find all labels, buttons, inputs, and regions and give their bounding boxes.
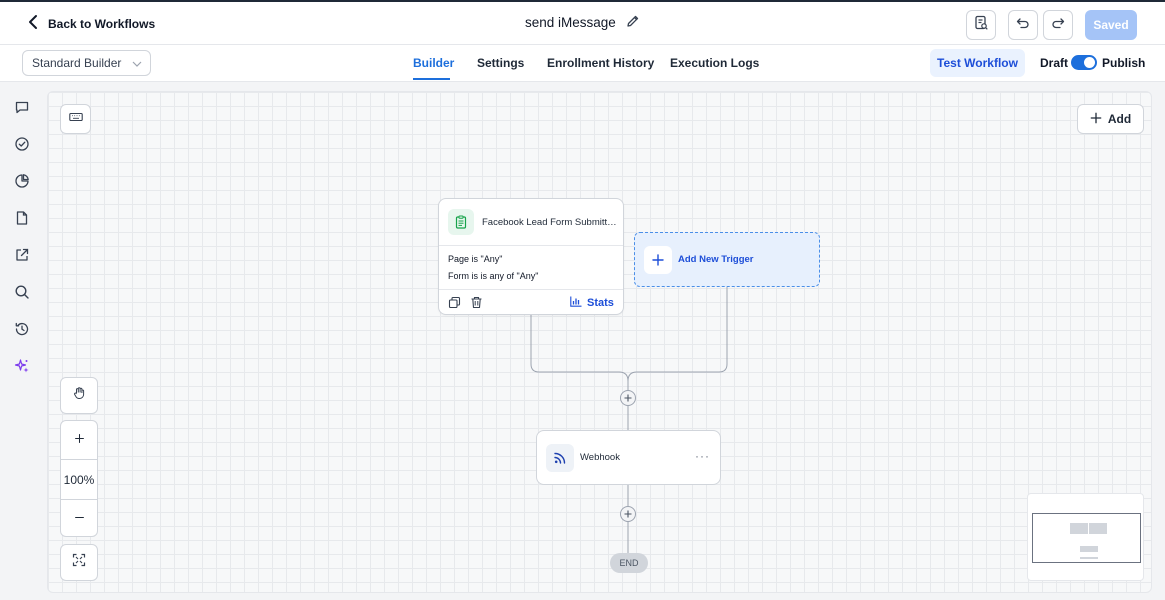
document-search-icon — [973, 15, 989, 36]
history-icon[interactable] — [14, 321, 30, 337]
add-step-button[interactable] — [620, 506, 636, 522]
file-icon[interactable] — [14, 210, 30, 226]
zoom-controls: 100% — [60, 420, 98, 537]
webhook-action-card[interactable]: Webhook ··· — [536, 430, 721, 485]
test-workflow-button[interactable]: Test Workflow — [930, 49, 1025, 77]
undo-button[interactable] — [1008, 10, 1038, 40]
trigger-card[interactable]: Facebook Lead Form Submitted Page is "An… — [438, 198, 624, 315]
sub-bar: Standard Builder Builder Settings Enroll… — [0, 45, 1165, 82]
check-circle-icon[interactable] — [14, 136, 30, 152]
workflow-notes-button[interactable] — [966, 10, 996, 40]
search-icon[interactable] — [14, 284, 30, 300]
expand-icon — [72, 553, 86, 572]
more-options-icon[interactable]: ··· — [695, 449, 710, 463]
bar-chart-icon — [570, 296, 582, 310]
plus-icon — [624, 505, 632, 523]
minimap-webhook-node — [1080, 546, 1098, 552]
saved-button[interactable]: Saved — [1085, 10, 1137, 40]
tab-builder[interactable]: Builder — [413, 56, 455, 70]
builder-mode-value: Standard Builder — [32, 56, 122, 70]
plus-icon — [74, 433, 85, 447]
add-new-trigger-card[interactable]: Add New Trigger — [634, 232, 820, 287]
zoom-out-button[interactable] — [61, 500, 97, 537]
add-label: Add — [1107, 112, 1132, 126]
keyboard-icon — [68, 110, 83, 129]
pencil-icon[interactable] — [626, 14, 640, 31]
toggle-knob — [1084, 57, 1095, 68]
chevron-left-icon — [26, 14, 40, 33]
add-new-trigger-label: Add New Trigger — [678, 254, 754, 265]
stats-label: Stats — [587, 297, 614, 309]
publish-toggle[interactable] — [1071, 55, 1097, 70]
redo-button[interactable] — [1043, 10, 1073, 40]
trigger-title: Facebook Lead Form Submitted — [482, 217, 617, 228]
plus-icon — [644, 246, 672, 274]
end-node: END — [610, 553, 648, 573]
redo-icon — [1050, 15, 1066, 36]
pie-chart-icon[interactable] — [14, 173, 30, 189]
minimap-trigger-node — [1070, 523, 1088, 534]
copy-icon[interactable] — [448, 296, 461, 309]
divider — [61, 499, 97, 500]
back-label: Back to Workflows — [48, 16, 156, 31]
tab-enrollment-history[interactable]: Enrollment History — [547, 56, 655, 70]
clipboard-icon — [448, 209, 474, 235]
hand-icon — [72, 386, 86, 405]
top-bar: Back to Workflows send iMessage Saved — [0, 0, 1165, 45]
tab-execution-logs[interactable]: Execution Logs — [670, 56, 760, 70]
plus-icon — [1090, 112, 1102, 127]
trash-icon[interactable] — [470, 296, 483, 309]
zoom-level: 100% — [63, 472, 95, 487]
sparkles-icon[interactable] — [14, 358, 30, 374]
minimap-end-node — [1080, 557, 1098, 559]
trigger-condition: Form is is any of "Any" — [448, 271, 539, 281]
left-sidebar — [0, 82, 46, 600]
workflow-name: send iMessage — [525, 15, 616, 30]
plus-icon — [624, 389, 632, 407]
zoom-in-button[interactable] — [61, 421, 97, 459]
keyboard-shortcuts-button[interactable] — [60, 104, 91, 134]
add-button[interactable]: Add — [1077, 104, 1144, 134]
pan-button[interactable] — [60, 377, 98, 414]
trigger-condition: Page is "Any" — [448, 254, 503, 264]
divider — [61, 459, 97, 460]
active-tab-indicator — [413, 78, 450, 80]
undo-icon — [1015, 15, 1031, 36]
fit-view-button[interactable] — [60, 544, 98, 581]
draft-label: Draft — [1040, 56, 1069, 70]
minimap-viewport — [1032, 513, 1141, 563]
connector-lines — [530, 287, 728, 553]
back-to-workflows-link[interactable]: Back to Workflows — [26, 14, 155, 33]
publish-label: Publish — [1102, 56, 1146, 70]
add-step-button[interactable] — [620, 390, 636, 406]
rss-icon — [546, 444, 574, 472]
external-link-icon[interactable] — [14, 247, 30, 263]
workflow-canvas[interactable]: Add Facebook Lead Form Submitted Page is… — [47, 91, 1152, 593]
stats-button[interactable]: Stats — [570, 296, 614, 310]
workflow-title: send iMessage — [525, 14, 640, 31]
webhook-label: Webhook — [580, 452, 620, 463]
builder-mode-select[interactable]: Standard Builder — [22, 50, 151, 76]
minus-icon — [74, 512, 85, 526]
chat-icon[interactable] — [14, 99, 30, 115]
minimap-new-trigger-node — [1089, 523, 1107, 534]
trigger-header: Facebook Lead Form Submitted — [439, 199, 623, 246]
tab-settings[interactable]: Settings — [477, 56, 525, 70]
trigger-footer: Stats — [439, 289, 623, 315]
minimap[interactable] — [1027, 493, 1144, 581]
